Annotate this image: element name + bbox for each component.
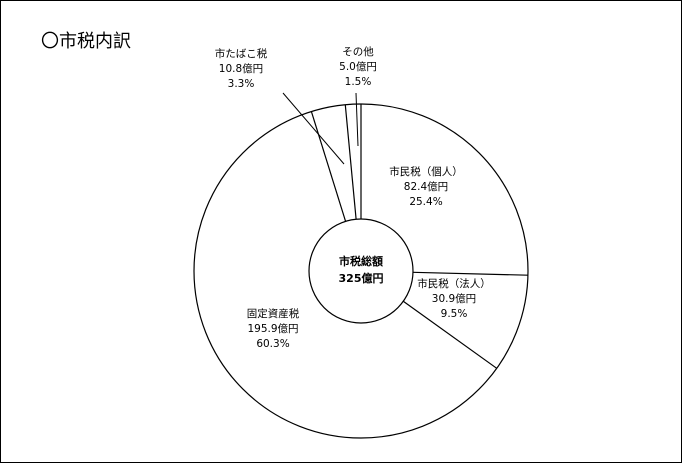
slice-label-3-line-0: 市たばこ税 [215,47,268,60]
slice-boundary-2 [402,300,498,369]
slice-label-1-line-1: 30.9億円 [432,292,476,305]
leader-line-3 [282,92,345,165]
slice-label-3-line-2: 3.3% [228,78,255,90]
slice-label-2-line-1: 195.9億円 [247,322,298,335]
slice-label-3-line-1: 10.8億円 [219,62,263,75]
slice-boundary-3 [310,111,347,222]
chart-title: 〇市税内訳 [41,31,131,52]
slice-label-2-line-2: 60.3% [256,338,289,350]
slice-label-4-line-0: その他 [342,45,374,58]
slice-label-0-line-0: 市民税（個人） [389,165,463,178]
slice-label-0-line-1: 82.4億円 [404,180,448,193]
slice-label-0-line-2: 25.4% [409,196,442,208]
slice-label-1-line-2: 9.5% [441,308,468,320]
slice-label-2-line-0: 固定資産税 [247,307,300,320]
slice-label-4-line-1: 5.0億円 [339,60,377,73]
donut-hole [308,218,414,324]
slice-label-4-line-2: 1.5% [345,76,372,88]
center-label-line-1: 325億円 [339,271,384,285]
leader-line-4 [355,92,359,147]
center-label-line-0: 市税総額 [339,254,383,268]
slice-boundary-4 [344,104,357,220]
slice-label-1-line-0: 市民税（法人） [417,277,491,290]
slice-boundary-1 [412,271,528,276]
